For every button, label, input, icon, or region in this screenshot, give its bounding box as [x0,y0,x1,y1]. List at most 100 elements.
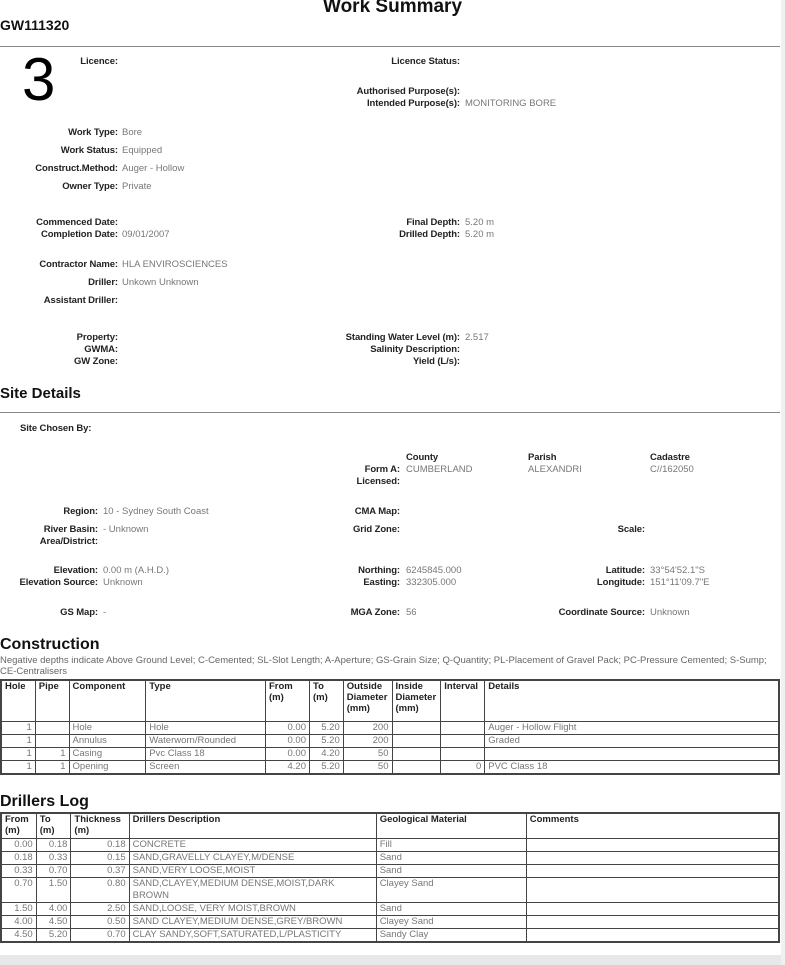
table-cell: Sand [375,851,527,865]
table-cell: 0.18 [70,838,130,852]
table-cell: 50 [342,747,393,761]
table-cell: Annulus [68,734,147,748]
table-cell: SAND,CLAYEY,MEDIUM DENSE,MOIST,DARK BROW… [128,877,377,903]
table-cell: Sand [375,864,527,878]
authorised-purpose-label: Authorised Purpose(s): [356,86,460,97]
work-type-label: Work Type: [68,127,118,138]
gs-map-label: GS Map: [60,607,98,618]
table-cell [391,734,442,748]
contractor-name-label: Contractor Name: [39,259,118,270]
parish-value: ALEXANDRI [528,464,582,475]
table-cell: 0 [440,760,486,775]
owner-type-label: Owner Type: [62,181,118,192]
table-cell: 0.80 [70,877,130,903]
table-cell: 2.50 [70,902,130,916]
table-cell: 5.20 [308,760,344,775]
owner-type-value: Private [122,181,152,192]
table-cell [34,734,70,748]
divider [0,46,780,47]
page-title: Work Summary [322,0,463,17]
table-cell: 0.70 [35,864,72,878]
table-cell: 1 [0,721,36,735]
elevation-source-label: Elevation Source: [19,577,98,588]
table-cell: SAND,GRAVELLY CLAYEY,M/DENSE [128,851,377,865]
table-cell: 4.20 [264,760,310,775]
drillers-log-heading: Drillers Log [0,793,89,810]
drillers-log-table: From (m)To (m)Thickness (m)Drillers Desc… [0,812,780,943]
drilled-depth-value: 5.20 m [465,229,495,240]
region-label: Region: [63,506,98,517]
table-cell [440,747,486,761]
region-value: 10 - Sydney South Coast [103,506,209,517]
table-cell: 0.50 [70,915,130,929]
licence-status-label: Licence Status: [391,56,460,67]
table-cell: Clayey Sand [375,915,527,929]
table-cell: 4.00 [35,902,72,916]
salinity-label: Salinity Description: [370,344,460,355]
table-cell: CONCRETE [128,838,377,852]
contractor-name-value: HLA ENVIROSCIENCES [122,259,228,270]
intended-purpose-label: Intended Purpose(s): [366,98,460,109]
northing-value: 6245845.000 [406,565,462,576]
elevation-label: Elevation: [53,565,99,576]
river-basin-value: - Unknown [103,524,149,535]
table-cell: 0.15 [70,851,130,865]
drilled-depth-label: Drilled Depth: [399,229,460,240]
table-cell [525,902,780,916]
site-details-heading: Site Details [0,385,81,402]
table-cell: Screen [145,760,266,775]
table-cell [391,760,442,775]
coordinate-source-label: Coordinate Source: [558,607,645,618]
licensed-label: Licensed: [356,476,401,487]
area-district-label: Area/District: [39,536,98,547]
gwma-label: GWMA: [84,344,118,355]
column-header: Thickness (m) [70,812,130,839]
table-cell: 200 [342,721,393,735]
column-header: Component [68,679,147,722]
table-cell: Hole [68,721,147,735]
construction-note: Negative depths indicate Above Ground Le… [0,655,767,677]
table-cell [391,747,442,761]
table-cell [440,734,486,748]
table-cell: 4.50 [0,928,37,943]
table-cell: Waterworn/Rounded [145,734,266,748]
table-cell: Casing [68,747,147,761]
table-cell: 0.37 [70,864,130,878]
grid-zone-label: Grid Zone: [352,524,400,535]
property-label: Property: [76,332,118,343]
table-cell [525,915,780,929]
column-header: Interval [440,679,486,722]
latitude-label: Latitude: [605,565,645,576]
column-header: Outside Diameter (mm) [342,679,393,722]
gw-zone-label: GW Zone: [73,356,118,367]
construction-heading: Construction [0,636,100,653]
table-cell: 50 [342,760,393,775]
column-header: Comments [525,812,780,839]
table-cell: Opening [68,760,147,775]
table-cell: 0.33 [35,851,72,865]
column-header: Inside Diameter (mm) [391,679,442,722]
easting-label: Easting: [363,577,400,588]
assistant-driller-label: Assistant Driller: [43,295,118,306]
table-cell: 0.00 [264,734,310,748]
column-header: Type [145,679,266,722]
elevation-source-value: Unknown [103,577,143,588]
page-number: 3 [22,46,56,113]
table-cell: 200 [342,734,393,748]
table-cell: 1 [34,747,70,761]
table-cell: 1.50 [35,877,72,903]
river-basin-label: River Basin: [43,524,98,535]
table-cell: 5.20 [308,721,344,735]
construct-method-label: Construct.Method: [35,163,118,174]
table-cell [34,721,70,735]
elevation-value: 0.00 m (A.H.D.) [103,565,169,576]
longitude-value: 151°11'09.7"E [650,577,710,588]
work-type-value: Bore [122,127,143,138]
table-cell: 0.33 [0,864,37,878]
construct-method-value: Auger - Hollow [122,163,185,174]
longitude-label: Longitude: [596,577,645,588]
